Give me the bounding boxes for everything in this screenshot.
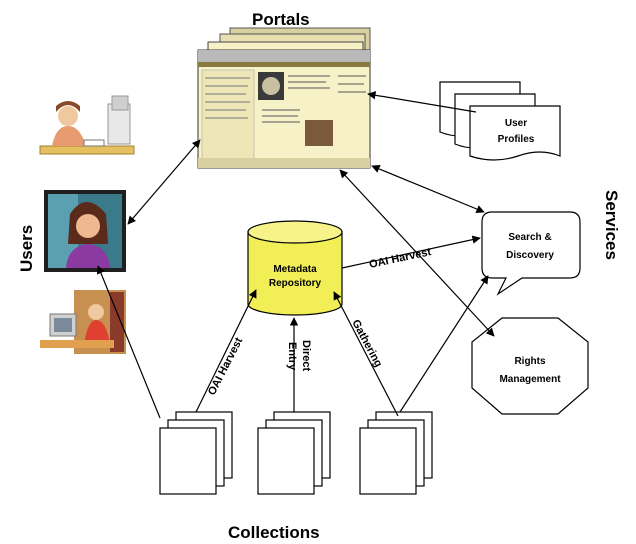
user-at-computer-icon — [40, 290, 126, 354]
rights-management-node: Rights Management — [471, 317, 589, 415]
rights-management-line2: Management — [499, 374, 561, 385]
user-profiles-node: User Profiles — [439, 81, 561, 161]
search-discovery-line2: Discovery — [506, 250, 554, 261]
arrow-portal-search — [371, 164, 485, 214]
arrow-collection-users — [96, 265, 161, 419]
users-label: Users — [17, 225, 36, 272]
search-discovery-line1: Search & — [508, 232, 551, 243]
arrow-oai-harvest-left — [195, 289, 257, 413]
metadata-repository-node: Metadata Repository — [247, 220, 343, 316]
arrow-profiles-portal — [367, 91, 477, 113]
services-label: Services — [602, 190, 621, 260]
metadata-label-line2: Repository — [269, 278, 322, 289]
portals-label: Portals — [252, 10, 310, 29]
metadata-label-line1: Metadata — [273, 264, 317, 275]
collection-center — [257, 411, 331, 495]
collection-left — [159, 411, 233, 495]
oai-harvest-left-label: OAI Harvest — [206, 336, 245, 398]
gathering-label: Gathering — [349, 318, 384, 370]
user-profiles-line1: User — [505, 118, 527, 129]
search-discovery-node: Search & Discovery — [481, 211, 581, 296]
collection-right — [359, 411, 433, 495]
arrow-portal-rights — [339, 169, 495, 337]
user-profiles-line2: Profiles — [498, 134, 535, 145]
direct-entry-label-line1: Direct — [300, 340, 312, 372]
oai-harvest-right-label: OAI Harvest — [368, 246, 432, 271]
collections-label: Collections — [228, 523, 320, 542]
arrow-users-portal — [127, 139, 201, 225]
rights-management-line1: Rights — [514, 356, 546, 367]
direct-entry-label-line2: Entry — [286, 342, 298, 371]
user-woman-portrait-icon — [44, 190, 126, 272]
user-at-desk-icon — [39, 95, 135, 155]
portal-window-icon — [197, 27, 371, 169]
